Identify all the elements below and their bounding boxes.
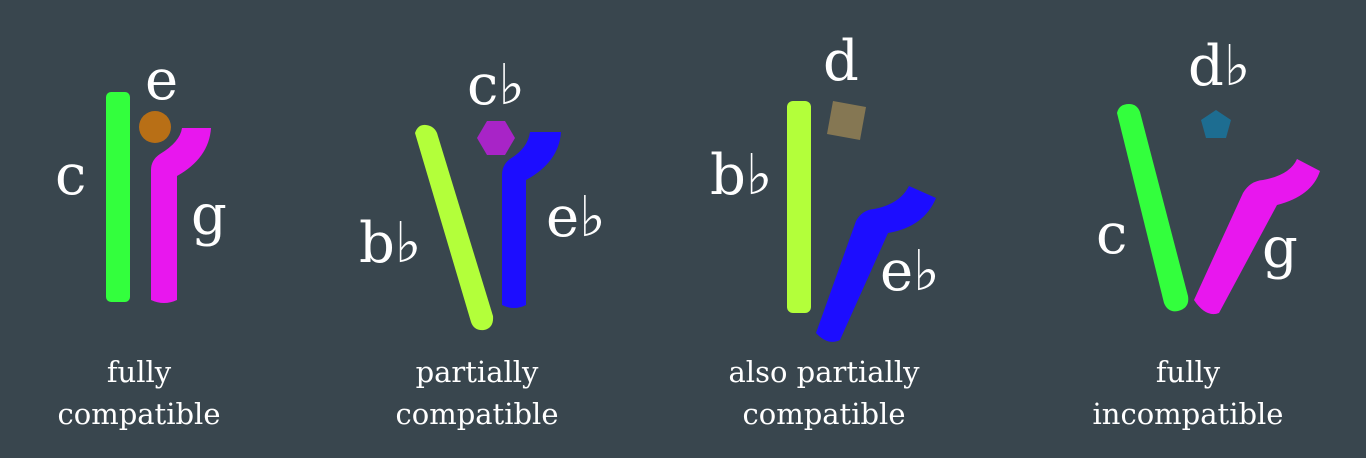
- d-marker-square: [827, 101, 866, 140]
- caption-line-2: compatible: [396, 397, 559, 431]
- e-flat-bar: [816, 186, 936, 342]
- panel-partially-compatible: b♭ c♭ e♭ partially compatible: [359, 53, 606, 431]
- caption-line-1: partially: [416, 355, 539, 389]
- note-b-flat: b♭: [710, 143, 772, 208]
- c-bar: [1117, 104, 1189, 312]
- panel-also-partially-compatible: b♭ d e♭ also partially compatible: [710, 29, 940, 431]
- c-bar: [106, 92, 130, 302]
- caption-line-1: also partially: [729, 355, 921, 389]
- note-d-flat: d♭: [1188, 34, 1250, 99]
- note-c-flat: c♭: [467, 53, 525, 118]
- b-flat-bar: [415, 124, 494, 331]
- note-b-flat: b♭: [359, 211, 421, 276]
- g-bar: [151, 128, 211, 303]
- b-flat-bar: [787, 101, 811, 313]
- e-marker-circle: [139, 111, 171, 143]
- note-g: g: [191, 183, 227, 248]
- note-d: d: [823, 29, 859, 94]
- panel-fully-compatible: c e g fully compatible: [55, 48, 227, 431]
- g-bar: [1194, 159, 1320, 315]
- e-flat-bar: [502, 132, 561, 308]
- d-flat-marker-pentagon: [1201, 110, 1231, 138]
- note-e-flat: e♭: [880, 239, 940, 304]
- caption-line-2: incompatible: [1093, 397, 1284, 431]
- caption-line-1: fully: [1156, 355, 1221, 389]
- note-e-flat: e♭: [546, 185, 606, 250]
- note-g: g: [1262, 216, 1298, 281]
- note-e: e: [145, 48, 178, 113]
- note-c: c: [55, 143, 86, 208]
- note-c: c: [1096, 202, 1127, 267]
- caption-line-1: fully: [107, 355, 172, 389]
- panel-fully-incompatible: c d♭ g fully incompatible: [1093, 34, 1320, 431]
- c-flat-marker-hexagon: [477, 121, 515, 155]
- caption-line-2: compatible: [58, 397, 221, 431]
- caption-line-2: compatible: [743, 397, 906, 431]
